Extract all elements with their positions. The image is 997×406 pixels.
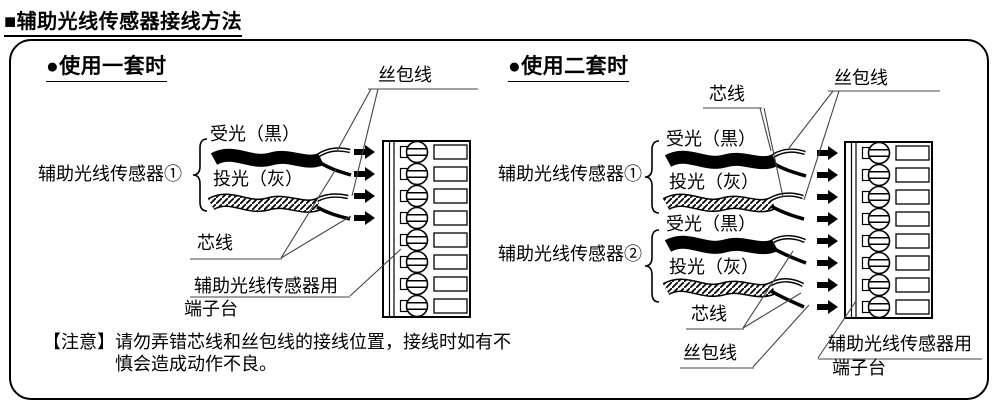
caution-line1: 请勿弄错芯线和丝包线的接线位置，接线时如有不 [115, 332, 511, 352]
silk-wire-label: 丝包线 [378, 65, 432, 85]
connection-arrows [354, 145, 375, 225]
sensor1-brace [192, 138, 208, 212]
sensor2-emitter-cable-gray [662, 278, 805, 309]
silk-wire-label-bottom: 丝包线 [683, 343, 737, 363]
page-title: ■辅助光线传感器接线方法 [4, 5, 243, 37]
sensor2-label: 辅助光线传感器② [498, 244, 642, 264]
terminal-label-line1: 辅助光线传感器用 [828, 334, 972, 354]
sensor1-label: 辅助光线传感器① [498, 164, 642, 184]
emitter-cable-gray [207, 193, 351, 221]
caution-line2: 慎会造成动作不良。 [115, 354, 277, 374]
leader-lines [680, 90, 982, 369]
emitter-gray-label-2: 投光（灰） [669, 257, 759, 277]
core-wire-label: 芯线 [197, 233, 233, 253]
double-set-diagram [644, 90, 982, 369]
caution-tag: 【注意】 [43, 332, 115, 352]
single-set-heading: ●使用一套时 [46, 50, 167, 82]
double-set-heading: ●使用二套时 [508, 50, 629, 82]
receiver-black-label-2: 受光（黒） [666, 214, 756, 234]
connection-arrows [817, 146, 838, 314]
silk-wire-label-top: 丝包线 [834, 68, 888, 88]
terminal-block [383, 141, 470, 317]
core-wire-label-top: 芯线 [709, 84, 745, 104]
sensor1-brace [644, 140, 660, 214]
single-set-diagram [190, 88, 478, 317]
caution-note: 【注意】 请勿弄错芯线和丝包线的接线位置，接线时如有不 慎会造成动作不良。 [43, 331, 511, 375]
terminal-label-line1: 辅助光线传感器用 [194, 276, 338, 296]
terminal-label-line2: 端子台 [184, 299, 238, 319]
leader-lines [190, 88, 478, 298]
receiver-black-label-1: 受光（黒） [666, 129, 756, 149]
terminal-label-line2: 端子台 [832, 358, 886, 378]
sensor1-label: 辅助光线传感器① [38, 164, 182, 184]
terminal-block [845, 142, 932, 318]
core-wire-label-bottom: 芯线 [691, 304, 727, 324]
diagram-frame [9, 39, 989, 400]
receiver-black-label: 受光（黒） [210, 124, 300, 144]
emitter-gray-label: 投光（灰） [213, 169, 303, 189]
sensor2-brace [644, 229, 660, 303]
sensor1-emitter-cable-gray [662, 192, 805, 221]
emitter-gray-label-1: 投光（灰） [669, 172, 759, 192]
